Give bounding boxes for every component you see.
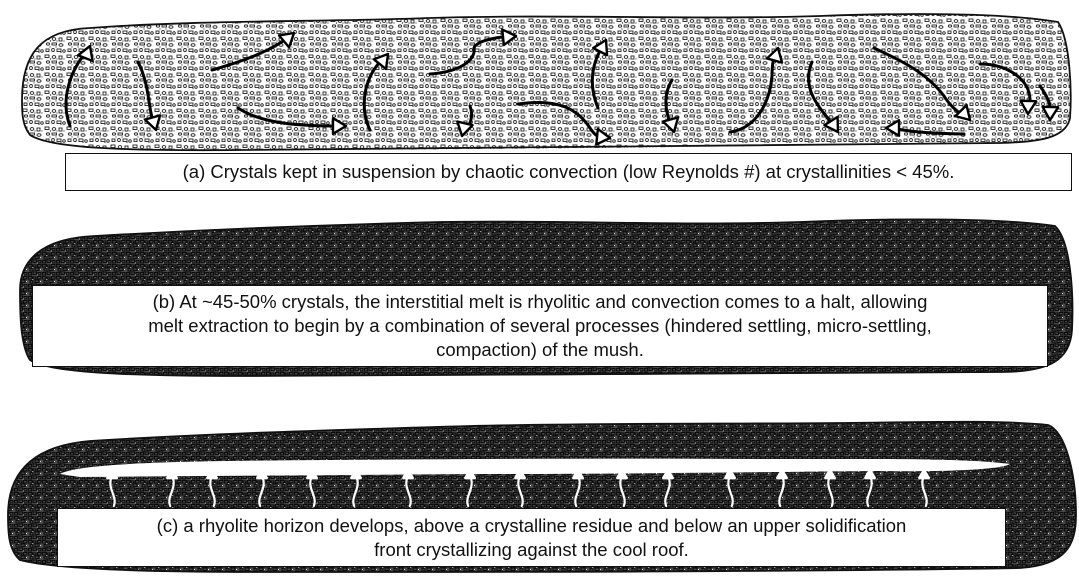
panel-a-caption: (a) Crystals kept in suspension by chaot…: [65, 153, 1072, 191]
panel-b-caption-line-3: compaction) of the mush.: [33, 338, 1047, 362]
panel-c-caption-line-1: (c) a rhyolite horizon develops, above a…: [58, 514, 1005, 538]
panel-a-body: [22, 14, 1071, 150]
panel-a-caption-line: (a) Crystals kept in suspension by chaot…: [66, 154, 1071, 190]
panel-c-caption: (c) a rhyolite horizon develops, above a…: [57, 508, 1006, 567]
panel-b-caption-line-2: melt extraction to begin by a combinatio…: [33, 314, 1047, 338]
panel-a: [22, 14, 1071, 150]
panel-b-caption-line-1: (b) At ~45-50% crystals, the interstitia…: [33, 290, 1047, 314]
panel-b-caption: (b) At ~45-50% crystals, the interstitia…: [32, 285, 1048, 367]
panel-c-caption-line-2: front crystallizing against the cool roo…: [58, 538, 1005, 562]
